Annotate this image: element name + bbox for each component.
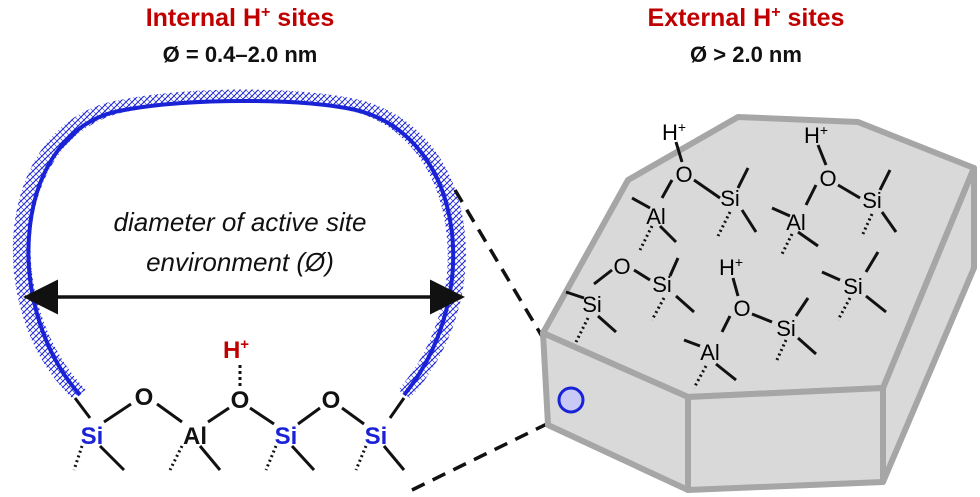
internal-sites-subtitle: Ø = 0.4–2.0 nm xyxy=(163,42,318,67)
surface-si-4: Si xyxy=(843,274,863,299)
surface-si-2: Si xyxy=(862,188,882,213)
surface-group-3: O Si Si xyxy=(582,254,672,317)
framework-bonds xyxy=(72,362,406,472)
surface-si-3a: Si xyxy=(652,272,672,297)
internal-sites-title: Internal H+ sites xyxy=(146,4,335,32)
external-sites-subtitle: Ø > 2.0 nm xyxy=(690,42,802,67)
surface-proton-2: H+ xyxy=(804,122,828,148)
chain-proton: H+ xyxy=(223,336,249,364)
diameter-label-line1: diameter of active site xyxy=(114,207,367,237)
chain-si-3: Si xyxy=(365,423,388,450)
surface-si-3b: Si xyxy=(582,292,602,317)
diameter-label-line2: environment (Ø) xyxy=(146,247,334,277)
surface-al-1: Al xyxy=(646,204,666,229)
surface-al-2: Al xyxy=(786,210,806,235)
surface-proton-1: H+ xyxy=(662,119,686,145)
chain-si-1: Si xyxy=(81,423,104,450)
chain-o-3: O xyxy=(322,387,341,414)
surface-group-2: H+ O Si Al xyxy=(786,122,882,235)
surface-al-5: Al xyxy=(700,340,720,365)
surface-o-3: O xyxy=(613,254,630,279)
zeolite-crystal xyxy=(540,114,977,493)
surface-proton-5: H+ xyxy=(719,254,743,280)
chain-o-2: O xyxy=(231,387,250,414)
external-sites-title: External H+ sites xyxy=(648,4,845,32)
surface-group-4: Si xyxy=(843,274,863,299)
surface-o-5: O xyxy=(733,296,750,321)
surface-group-5: H+ O Si Al xyxy=(700,254,796,365)
chain-o-1: O xyxy=(135,384,154,411)
chain-al: Al xyxy=(183,423,207,450)
surface-si-5: Si xyxy=(776,316,796,341)
surface-bonds xyxy=(565,141,898,389)
chain-si-2: Si xyxy=(275,423,298,450)
zoom-region-marker xyxy=(557,386,585,414)
surface-si-1: Si xyxy=(720,186,740,211)
pore-wall xyxy=(26,99,456,397)
zoom-lines xyxy=(411,189,567,492)
surface-group-1: H+ O Si Al xyxy=(646,119,740,229)
surface-o-2: O xyxy=(819,166,836,191)
surface-o-1: O xyxy=(675,162,692,187)
